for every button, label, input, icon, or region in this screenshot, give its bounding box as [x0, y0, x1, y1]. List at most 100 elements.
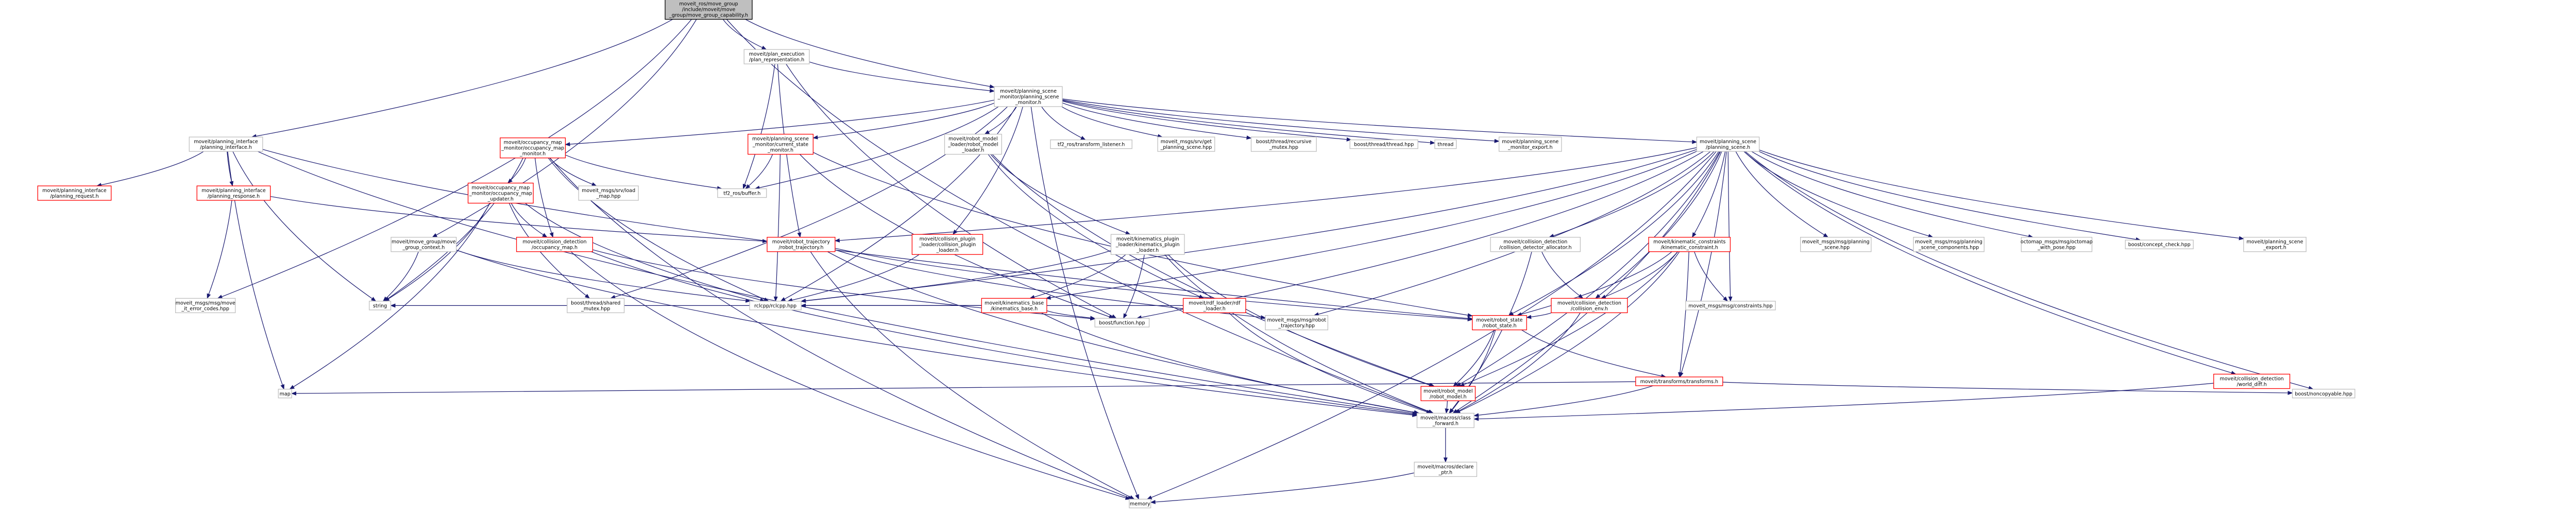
node-rstate[interactable]: moveit/robot_state/robot_state.h — [1472, 315, 1527, 331]
node-rmodel[interactable]: moveit/robot_model/robot_model.h — [1420, 386, 1476, 401]
node-ps_export[interactable]: moveit/planning_scene_monitor_export.h — [1498, 136, 1562, 152]
node-label: moveit/planning_scene — [1700, 139, 1756, 145]
node-label: _with_pose.hpp — [2037, 245, 2075, 251]
node-kin_base[interactable]: moveit/kinematics_base/kinematics_base.h — [981, 298, 1047, 314]
node-map[interactable]: map — [278, 389, 292, 399]
node-ps_msg[interactable]: moveit_msgs/msg/planning_scene.hpp — [1800, 237, 1872, 252]
edge-occ_upd-to-map — [289, 203, 490, 390]
node-label: _mutex.hpp — [1269, 145, 1298, 150]
node-cplugin[interactable]: moveit/collision_plugin_loader/collision… — [911, 234, 984, 255]
node-rt[interactable]: moveit/robot_trajectory/robot_trajectory… — [767, 237, 836, 252]
node-box — [37, 185, 112, 201]
node-transforms[interactable]: moveit/transforms/transforms.h — [1635, 376, 1723, 386]
node-tf2_buf[interactable]: tf2_ros/buffer.h — [717, 188, 767, 198]
edge-mg_ctx-to-rclcpp — [456, 250, 751, 303]
node-memory[interactable]: memory — [1129, 498, 1151, 509]
node-label: moveit/robot_model — [1423, 388, 1473, 394]
node-tf2_listener[interactable]: tf2_ros/transform_listener.h — [1050, 139, 1132, 149]
node-mec[interactable]: moveit_msgs/msg/move_it_error_codes.hpp — [175, 298, 236, 314]
node-concept[interactable]: boost/concept_check.hpp — [2125, 239, 2194, 249]
node-box — [1800, 237, 1872, 252]
node-pi[interactable]: moveit/planning_interface/planning_inter… — [189, 136, 263, 152]
node-octomap_msg[interactable]: moveit_msgs/srv/load_map.hpp — [578, 185, 639, 201]
node-constraints[interactable]: moveit_msgs/msg/constraints.hpp — [1685, 301, 1776, 311]
node-root: moveit_ros/move_group/include/moveit/mov… — [665, 0, 753, 20]
edge-kin_con-to-constraints — [1694, 251, 1728, 302]
node-box — [278, 389, 292, 399]
edge-ps-to-cfwd — [1452, 151, 1721, 414]
node-label: moveit/occupancy_map — [471, 185, 530, 191]
edge-rstate-to-transforms — [1521, 330, 1667, 378]
node-bfunc[interactable]: boost/function.hpp — [1094, 318, 1150, 328]
node-occ_mon[interactable]: moveit/occupancy_map_monitor/occupancy_m… — [500, 137, 566, 159]
node-cd_occ[interactable]: moveit/collision_detection/occupancy_map… — [516, 237, 594, 252]
node-kpl[interactable]: moveit/kinematics_plugin_loader/kinemati… — [1110, 234, 1185, 255]
node-cfwd[interactable]: moveit/macros/class_forward.h — [1416, 412, 1475, 428]
node-occ_upd[interactable]: moveit/occupancy_map_monitor/occupancy_m… — [467, 182, 534, 204]
edge-cur_state-to-tf2_buf — [745, 154, 773, 189]
node-label: _monitor/planning_scene — [997, 94, 1059, 100]
edge-occ_mon-to-cd_occ — [534, 158, 554, 238]
edge-occ_mon-to-tf2_buf — [565, 154, 722, 191]
edge-ps-to-transforms — [1679, 151, 1727, 377]
node-label: moveit/planning_scene — [752, 136, 809, 142]
node-label: _group/move_group_capability.h — [669, 13, 748, 19]
edge-root-to-cfwd — [726, 19, 1433, 414]
node-octomap_pose[interactable]: octomap_msgs/msg/octomap_with_pose.hpp — [2021, 237, 2093, 252]
node-declare_ptr[interactable]: moveit/macros/declare_ptr.h — [1414, 461, 1478, 477]
node-ps[interactable]: moveit/planning_scene/planning_scene.h — [1696, 136, 1760, 152]
node-label: /collision_detector_allocator.h — [1499, 245, 1572, 251]
node-pi_resp[interactable]: moveit/planning_interface/planning_respo… — [196, 185, 271, 201]
node-shared_mutex[interactable]: boost/thread/shared_mutex.hpp — [567, 298, 625, 314]
node-world_diff[interactable]: moveit/collision_detection/world_diff.h — [2213, 373, 2291, 389]
node-noncopy[interactable]: boost/noncopyable.hpp — [2292, 389, 2355, 399]
node-label: moveit/occupancy_map — [504, 140, 562, 146]
node-cd_env[interactable]: moveit/collision_detection/collision_env… — [1551, 298, 1628, 314]
node-label: /robot_state.h — [1482, 323, 1516, 329]
node-box — [1265, 315, 1329, 331]
node-label: moveit/rdf_loader/rdf — [1189, 300, 1241, 306]
node-thread_hpp[interactable]: boost/thread/thread.hpp — [1349, 139, 1418, 149]
node-srdf[interactable]: moveit/rdf_loader/rdf_loader.h — [1182, 298, 1246, 314]
edge-rmodel-to-cfwd — [1445, 401, 1449, 414]
edge-rt-to-rstate — [835, 248, 1473, 322]
node-box — [1685, 301, 1776, 311]
edge-ps-to-rt — [834, 147, 1697, 243]
edge-psm-to-cplugin — [952, 106, 1023, 235]
node-string[interactable]: string — [369, 301, 392, 311]
edge-rstate-to-rmodel — [1453, 330, 1495, 387]
node-box — [1414, 461, 1478, 477]
node-cd_alloc[interactable]: moveit/collision_detection/collision_det… — [1490, 237, 1581, 252]
node-label: _loader/collision_plugin — [919, 242, 976, 248]
node-cur_state[interactable]: moveit/planning_scene_monitor/current_st… — [748, 133, 814, 155]
node-psm[interactable]: moveit/planning_scene_monitor/planning_s… — [994, 86, 1063, 107]
node-thread[interactable]: thread — [1434, 139, 1457, 149]
node-srv_scene[interactable]: moveit_msgs/srv/get_planning_scene.hpp — [1157, 136, 1215, 152]
edge-cd_alloc-to-cd_env — [1541, 251, 1584, 299]
node-plan_exec[interactable]: moveit/plan_execution/plan_representatio… — [743, 49, 810, 64]
edge-cd_env-to-cfwd — [1454, 313, 1581, 414]
edge-transforms-to-noncopy — [1722, 382, 2293, 395]
edge-plan_exec-to-tf2_buf — [742, 64, 775, 189]
node-label: moveit/move_group/move — [392, 239, 456, 245]
node-pi_req[interactable]: moveit/planning_interface/planning_reque… — [37, 185, 112, 201]
edge-psm-to-thread_hpp — [1062, 100, 1352, 142]
edge-cplugin-to-rclcpp — [787, 254, 920, 302]
node-box — [1635, 376, 1723, 386]
node-box — [1416, 412, 1475, 428]
node-label: moveit_msgs/msg/move — [176, 300, 235, 306]
node-kin_con[interactable]: moveit/kinematic_constraints/kinematic_c… — [1648, 237, 1731, 252]
node-rml[interactable]: moveit/robot_model_loader/robot_model_lo… — [944, 133, 1002, 155]
node-rclcpp[interactable]: rclcpp/rclcpp.hpp — [749, 301, 802, 311]
edge-kin_base-to-cfwd — [1041, 312, 1419, 415]
node-ps_comp[interactable]: moveit_msgs/msg/planning_scene_component… — [1913, 237, 1985, 252]
node-label: thread — [1437, 142, 1453, 148]
node-rec_mutex[interactable]: boost/thread/recursive_mutex.hpp — [1250, 136, 1317, 152]
edge-pi-to-string — [232, 151, 377, 302]
node-box — [1050, 139, 1132, 149]
edge-occ_mon-to-rclcpp — [548, 158, 769, 302]
node-mg_ctx[interactable]: moveit/move_group/move_group_context.h — [391, 237, 457, 252]
node-ps_export2[interactable]: moveit/planning_scene_export.h — [2243, 237, 2307, 252]
node-label: _loader.h — [936, 248, 958, 253]
node-rtraj_msg[interactable]: moveit_msgs/msg/robot_trajectory.hpp — [1265, 315, 1329, 331]
